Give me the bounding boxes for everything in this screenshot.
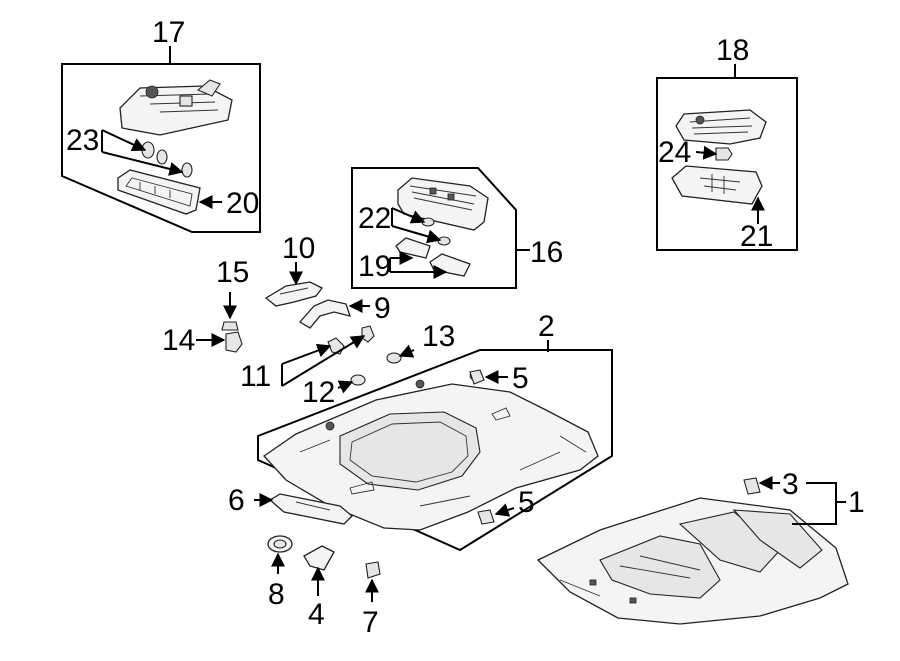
clip-3 [743,477,761,495]
leader-24 [695,145,718,160]
box-16 [351,167,530,289]
clip-5-bottom [477,503,515,525]
callout-5-bottom: 5 [518,486,535,519]
leader-19 [389,251,448,279]
bolt-11a [327,337,345,355]
bolt-11b [361,325,375,343]
callout-14: 14 [162,324,195,357]
lamp-housing-18 [675,109,767,145]
headliner-2 [263,371,599,531]
callout-3: 3 [782,468,799,501]
leader-3-1 [758,476,846,525]
callout-24: 24 [658,136,691,169]
retainer-14 [196,331,243,353]
callout-21: 21 [740,220,773,253]
callout-18: 18 [716,34,749,67]
clip-5-top [469,369,508,385]
callout-20: 20 [226,187,259,220]
bracket-10 [264,262,323,307]
lens-21 [671,165,763,205]
lens-20 [117,169,201,215]
callout-13: 13 [422,320,455,353]
grommet-8 [267,535,293,574]
clip-15 [221,292,239,331]
map-lamp-housing-17 [119,79,233,136]
clip-7 [365,561,381,602]
box-17 [61,46,261,233]
bulb-24 [715,147,733,161]
callout-9: 9 [374,292,391,325]
callout-10: 10 [282,232,315,265]
callout-5-top: 5 [512,362,529,395]
headliner-1 [536,497,849,625]
box-18 [656,64,798,251]
callout-4: 4 [308,598,325,631]
bulb-23c [181,162,193,178]
callout-7: 7 [362,606,379,639]
clip-13 [386,344,415,364]
callout-1: 1 [848,486,865,519]
clip-12 [337,374,366,394]
callout-15: 15 [216,256,249,289]
callout-23: 23 [66,124,99,157]
callout-19: 19 [358,250,391,283]
callout-8: 8 [268,578,285,611]
sunshade-retainer-6 [254,493,353,525]
bracket-4 [303,545,335,596]
grab-handle-9 [298,299,370,329]
callout-16: 16 [530,236,563,269]
leader-22 [391,207,442,244]
callout-12: 12 [302,376,335,409]
callout-2: 2 [538,310,555,343]
leader-11 [281,335,366,387]
console-16 [397,177,489,231]
callout-11: 11 [240,360,271,393]
callout-6: 6 [228,484,245,517]
callout-17: 17 [152,16,185,49]
bulb-23b [156,149,168,165]
callout-22: 22 [358,202,391,235]
box-2 [257,340,613,552]
leader-23 [101,129,184,176]
